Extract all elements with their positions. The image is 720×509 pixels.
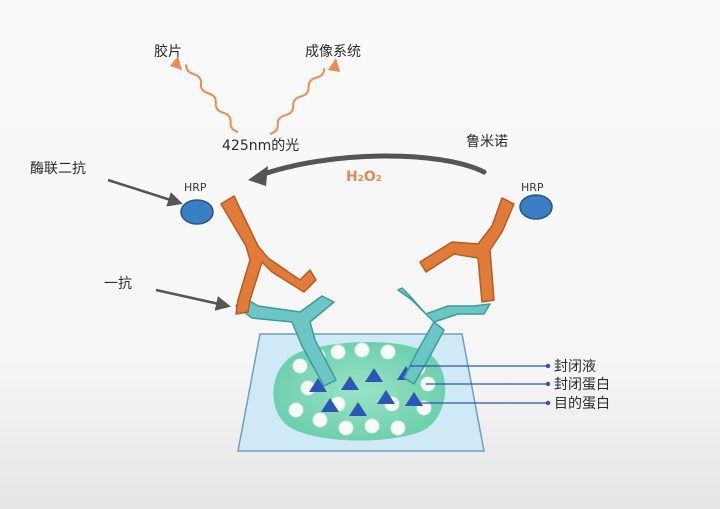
luminol-label: 鲁米诺 <box>466 134 508 150</box>
h2o2-label: H₂O₂ <box>346 169 382 185</box>
reaction-arrow <box>255 153 487 179</box>
blocking-protein-icon <box>338 420 354 436</box>
blocking-protein-icon <box>288 402 304 418</box>
blocking-protein-icon <box>312 412 328 428</box>
light-wave-right <box>269 68 326 135</box>
light-arrow-left-icon <box>170 56 182 70</box>
film-label: 胶片 <box>154 43 182 60</box>
target-protein-icon <box>349 402 367 416</box>
blocking-protein-label: 封闭蛋白 <box>554 377 610 393</box>
secondary-antibody-left <box>220 195 317 315</box>
hrp-right: HRP <box>519 181 553 220</box>
reaction-arrow-head <box>248 166 268 186</box>
light-arrow-right-icon <box>328 58 340 72</box>
blocking-protein-icon <box>380 344 396 360</box>
hrp-label-right: HRP <box>521 181 544 194</box>
target-protein-icon <box>321 398 339 412</box>
blocking-protein-icon <box>364 418 380 434</box>
hrp-label-left: HRP <box>184 181 207 194</box>
enzyme-secondary-antibody-label: 酶联二抗 <box>30 161 86 177</box>
target-protein-icon <box>309 378 327 392</box>
target-protein-icon <box>365 368 383 382</box>
primary-antibody-right <box>397 287 491 385</box>
target-protein-icon <box>341 376 359 390</box>
leader-dot-icon <box>545 400 551 406</box>
primary-antibody-left <box>235 295 337 387</box>
secondary-antibody-right <box>419 197 515 303</box>
secondary-antibody-pointer <box>107 178 183 207</box>
imaging-system-label: 成像系统 <box>305 44 361 60</box>
hrp-left: HRP <box>180 181 214 225</box>
hrp-enzyme-icon <box>180 199 214 225</box>
target-protein-icon <box>377 390 395 404</box>
primary-antibody-pointer <box>155 288 231 311</box>
blocking-protein-icon <box>354 342 370 358</box>
target-protein-label: 目的蛋白 <box>554 396 610 412</box>
light-425nm-label: 425nm的光 <box>222 138 299 154</box>
primary-antibody-label: 一抗 <box>104 276 132 292</box>
blocking-protein-icon <box>292 358 308 374</box>
blocking-protein-icon <box>330 344 346 360</box>
light-wave-left <box>185 64 239 133</box>
leader-dot-icon <box>545 381 551 387</box>
leader-dot-icon <box>545 363 551 369</box>
hrp-enzyme-icon <box>519 194 553 220</box>
blocking-protein-icon <box>390 420 406 436</box>
blocking-solution-label: 封闭液 <box>554 359 596 375</box>
